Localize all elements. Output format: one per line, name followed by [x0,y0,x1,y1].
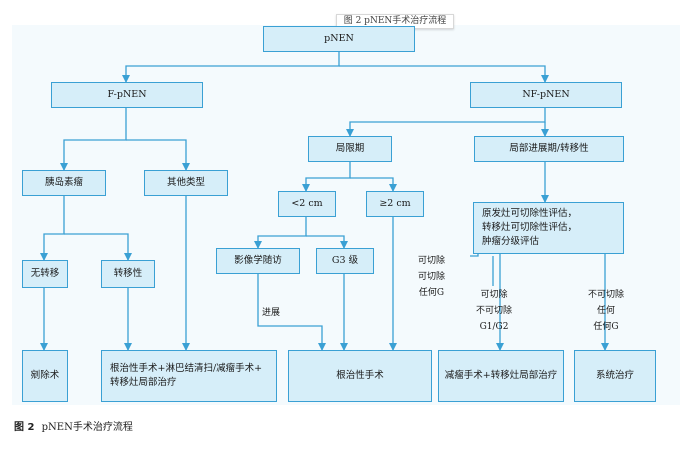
label-resectable-mid: 可切除 不可切除 G1/G2 [476,290,513,332]
node-pnen: pNEN [263,26,415,52]
connector-root-fpnen [122,52,340,83]
connector-localized-ge2 [350,177,397,192]
node-systemic-therapy: 系统治疗 [574,350,656,402]
caption-text: pNEN手术治疗流程 [41,422,133,433]
connector-lt2-imaging [254,217,307,249]
label-unresectable: 不可切除 任何 任何G [588,290,625,332]
node-other-types: 其他类型 [144,170,228,196]
connector-imaging-radical [257,274,326,351]
node-debulk-local: 减瘤手术+转移灶局部治疗 [438,350,564,402]
connector-localized-lt2 [302,162,351,192]
node-radical-surgery: 根治性手术 [288,350,432,402]
node-f-pnen: F-pNEN [51,82,203,108]
node-imaging-follow-up: 影像学随访 [216,248,300,274]
node-evaluation: 原发灶可切除性评估， 转移灶可切除性评估， 肿瘤分级评估 [473,202,624,254]
connector-insulinoma-meta [64,233,132,261]
node-g3: G3 级 [316,248,374,274]
node-nf-pnen: NF-pNEN [470,82,622,108]
connector-fpnen-other [126,139,190,171]
label-resectable-left: 可切除 可切除 任何G [418,256,446,298]
node-no-metastasis: 无转移 [22,260,68,288]
connector-root-nfpnen [339,65,549,83]
figure-caption: 图 2 pNEN手术治疗流程 [14,418,133,433]
node-lt2cm: <2 cm [278,191,336,217]
node-metastasis: 转移性 [101,260,155,288]
node-insulinoma: 胰岛素瘤 [22,170,106,196]
node-advanced: 局部进展期/转移性 [474,136,624,162]
connector-lt2-g3 [306,235,348,249]
node-enucleation: 剜除术 [22,350,68,402]
connector-insulinoma-nometa [40,196,65,261]
node-ge2cm: ≥2 cm [366,191,424,217]
connector-nfpnen-localized [346,108,546,137]
label-progress: 进展 [262,308,281,318]
node-localized: 局限期 [308,136,392,162]
connector-fpnen-insulinoma [60,108,127,171]
node-radical-combo: 根治性手术+淋巴结清扫/减瘤手术+ 转移灶局部治疗 [101,350,277,402]
caption-figure-number: 图 2 [14,422,35,433]
